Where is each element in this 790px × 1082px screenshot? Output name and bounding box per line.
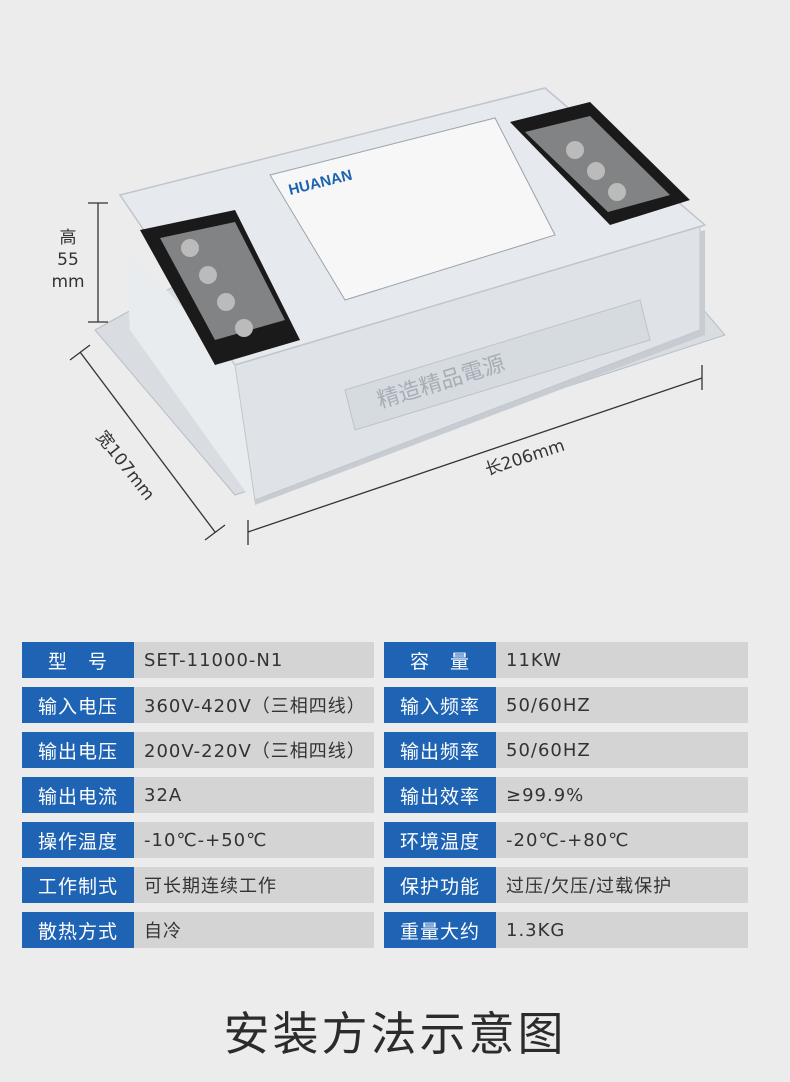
spec-label: 保护功能 bbox=[384, 867, 496, 903]
spec-table: 型 号 SET-11000-N1 容 量 11KW 输入电压 360V-420V… bbox=[22, 642, 766, 957]
length-dimension-line bbox=[247, 377, 703, 533]
spec-label: 输出电压 bbox=[22, 732, 134, 768]
table-row: 工作制式 可长期连续工作 保护功能 过压/欠压/过载保护 bbox=[22, 867, 766, 903]
width-dimension-line bbox=[79, 351, 216, 533]
spec-label: 重量大约 bbox=[384, 912, 496, 948]
spec-label: 输入电压 bbox=[22, 687, 134, 723]
table-row: 操作温度 -10℃-+50℃ 环境温度 -20℃-+80℃ bbox=[22, 822, 766, 858]
spec-value: 自冷 bbox=[134, 912, 374, 948]
spec-value: -20℃-+80℃ bbox=[496, 822, 748, 858]
spec-value: SET-11000-N1 bbox=[134, 642, 374, 678]
table-row: 散热方式 自冷 重量大约 1.3KG bbox=[22, 912, 766, 948]
spec-value: 可长期连续工作 bbox=[134, 867, 374, 903]
spec-value: 11KW bbox=[496, 642, 748, 678]
spec-value: 200V-220V（三相四线） bbox=[134, 732, 374, 768]
spec-label: 环境温度 bbox=[384, 822, 496, 858]
spec-label: 容 量 bbox=[384, 642, 496, 678]
table-row: 输出电压 200V-220V（三相四线） 输出频率 50/60HZ bbox=[22, 732, 766, 768]
table-row: 输出电流 32A 输出效率 ≥99.9% bbox=[22, 777, 766, 813]
product-photo: HUANAN 精造精品電源 高 55 mm 宽107mm 长206mm bbox=[51, 87, 726, 545]
spec-label: 散热方式 bbox=[22, 912, 134, 948]
spec-value: -10℃-+50℃ bbox=[134, 822, 374, 858]
spec-label: 操作温度 bbox=[22, 822, 134, 858]
spec-label: 工作制式 bbox=[22, 867, 134, 903]
spec-value: 50/60HZ bbox=[496, 732, 748, 768]
spec-value: 50/60HZ bbox=[496, 687, 748, 723]
spec-label: 输出效率 bbox=[384, 777, 496, 813]
table-row: 型 号 SET-11000-N1 容 量 11KW bbox=[22, 642, 766, 678]
spec-label: 输入频率 bbox=[384, 687, 496, 723]
spec-label: 输出频率 bbox=[384, 732, 496, 768]
spec-value: 1.3KG bbox=[496, 912, 748, 948]
spec-label: 输出电流 bbox=[22, 777, 134, 813]
table-row: 输入电压 360V-420V（三相四线） 输入频率 50/60HZ bbox=[22, 687, 766, 723]
spec-value: 过压/欠压/过载保护 bbox=[496, 867, 748, 903]
spec-label: 型 号 bbox=[22, 642, 134, 678]
height-label: 高 55 mm bbox=[51, 228, 85, 292]
transformer-illustration: HUANAN 精造精品電源 bbox=[69, 87, 726, 545]
spec-value: 360V-420V（三相四线） bbox=[134, 687, 374, 723]
section-title: 安装方法示意图 bbox=[223, 1007, 567, 1061]
spec-value: 32A bbox=[134, 777, 374, 813]
spec-value: ≥99.9% bbox=[496, 777, 748, 813]
